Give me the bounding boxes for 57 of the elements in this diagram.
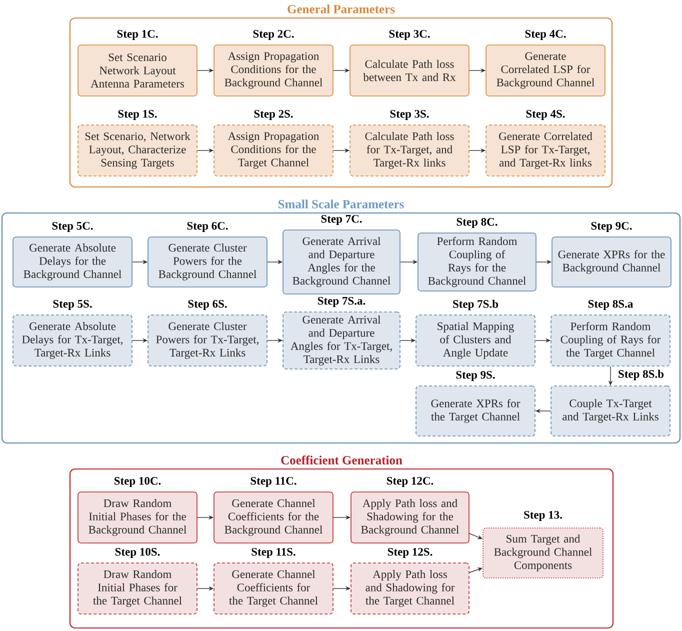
step-label: Step 12S.	[388, 548, 432, 558]
step-box: Generate Cluster Powers for Tx-Target, Target-Rx Links	[148, 314, 268, 366]
step-box: Perform Random Coupling of Rays for the Background Channel	[418, 232, 536, 292]
step-box: Generate XPRs for the Background Channel	[552, 236, 672, 288]
step-label: Step 11C.	[250, 476, 296, 488]
step-label: Step 4C.	[525, 30, 566, 40]
step-box: Generate Arrival and Departure Angles for the Background Channel	[282, 230, 400, 294]
step-label: Step 3C.	[389, 30, 430, 40]
step-box: Apply Path loss and Shadowing for the Background Channel	[350, 492, 470, 544]
step-box: Sum Target and Background Channel Components	[482, 528, 604, 578]
step-box: Perform Random Coupling of Rays for the Target Channel	[550, 314, 670, 366]
step-label: Step 8S.a	[588, 300, 633, 310]
step-label: Step 2S.	[254, 110, 293, 120]
step-label: Step 1C.	[117, 30, 158, 40]
step-box: Apply Path loss and Shadowing for the Target Channel	[350, 562, 470, 614]
step-box: Generate Channel Coefficients for the Background Channel	[214, 492, 334, 544]
step-box: Generate XPRs for the Target Channel	[416, 386, 536, 436]
step-box: Set Scenario Network Layout Antenna Parameters	[78, 44, 198, 96]
step-box: Generate Arrival and Departure Angles for Tx-Target, Target-Rx Links	[282, 312, 400, 370]
step-label: Step 7S.a.	[318, 296, 366, 308]
step-box: Draw Random Initial Phases for the Background Channel	[78, 492, 198, 544]
step-box: Generate Channel Coefficients for the Target Channel	[214, 562, 334, 614]
section-title: Small Scale Parameters	[278, 200, 404, 208]
step-label: Step 12C.	[386, 476, 434, 488]
step-box: Assign Propagation Conditions for the Target Channel	[214, 124, 334, 176]
step-box: Generate Absolute Delays for Tx-Target, Target-Rx Links	[12, 314, 132, 366]
step-box: Couple Tx-Target and Target-Rx Links	[550, 386, 670, 436]
step-label: Step 7S.b	[453, 300, 498, 310]
step-label: Step 9C.	[591, 222, 632, 232]
step-label: Step 10S.	[115, 548, 160, 558]
step-label: Step 13.	[524, 510, 562, 522]
step-box: Generate Cluster Powers for the Background Channel	[148, 236, 268, 288]
step-label: Step 8C.	[456, 218, 498, 228]
step-box: Spatial Mapping of Clusters and Angle Update	[416, 314, 536, 366]
step-box: Assign Propagation Conditions for the Background Channel	[214, 44, 334, 96]
step-box: Generate Correlated LSP for Background Channel	[486, 44, 606, 96]
step-label: Step 1S.	[118, 110, 157, 120]
step-label: Step 3S.	[390, 110, 429, 120]
step-box: Calculate Path loss for Tx-Target, and Target-Rx links	[350, 124, 470, 176]
step-label: Step 2C.	[253, 30, 294, 40]
step-label: Step 8S.b	[618, 370, 664, 380]
step-label: Step 10C.	[114, 476, 161, 488]
step-label: Step 4S.	[526, 110, 565, 120]
step-label: Step 6S.	[188, 300, 227, 310]
step-label: Step 5S.	[53, 300, 92, 310]
step-box: Calculate Path loss between Tx and Rx	[350, 44, 470, 96]
step-label: Step 7C.	[321, 214, 362, 226]
step-box: Generate Absolute Delays for the Background Channel	[12, 236, 132, 288]
step-box: Draw Random Initial Phases for the Target Channel	[78, 562, 198, 614]
step-box: Generate Correlated LSP for Tx-Target, and Target-Rx links	[486, 124, 606, 176]
step-label: Step 6C.	[187, 222, 228, 232]
section-title: Coefficient Generation	[281, 456, 402, 464]
step-label: Step 9S.	[456, 370, 495, 382]
section-title: General Parameters	[288, 4, 395, 14]
step-label: Step 5C.	[52, 222, 93, 232]
step-box: Set Scenario, Network Layout, Characterize Sensing Targets	[78, 124, 198, 176]
step-label: Step 11S.	[252, 548, 296, 558]
